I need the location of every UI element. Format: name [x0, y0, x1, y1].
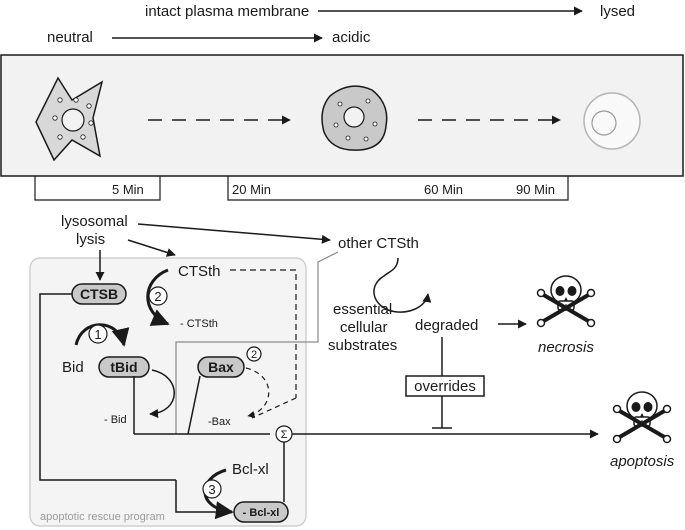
ctsth-to-bax-dashed [251, 397, 297, 419]
step1-label: 1 [94, 327, 101, 342]
tbid-degradation-arrow [149, 369, 175, 418]
tbid-node [98, 356, 150, 378]
time-20min: 20 Min [232, 182, 271, 197]
ctsth-label: CTSth [178, 263, 221, 280]
apoptosis-label: apoptosis [610, 453, 675, 470]
lysis-to-other-ctsth-arrow [137, 223, 331, 244]
minus-ctsth-label: - CTSth [180, 318, 218, 330]
step2-circle [148, 286, 168, 306]
bid-label: Bid [62, 359, 84, 376]
minus-bclxl-node [233, 501, 289, 523]
bax-node [197, 356, 245, 378]
step2b-circle [246, 346, 262, 362]
sigma-label: Σ [281, 429, 288, 441]
necrosis-label: necrosis [538, 339, 594, 356]
step2b-label: 2 [251, 349, 257, 361]
membrane-start-label: intact plasma membrane [145, 3, 309, 20]
step3-label: 3 [208, 482, 215, 497]
lysosomal-lysis-label-2: lysis [76, 231, 105, 248]
lysed-cell [583, 92, 641, 150]
membrane-end-label: lysed [600, 3, 635, 20]
essential-label-1: essential [333, 301, 392, 318]
lysis-to-ctsth-arrow [127, 239, 176, 257]
bclxl-label: Bcl-xl [232, 461, 269, 478]
ph-end-label: acidic [332, 29, 371, 46]
rescue-program-panel [29, 257, 307, 527]
time-5min: 5 Min [112, 182, 144, 197]
other-ctsth-label: other CTSth [338, 235, 419, 252]
substrate-degradation-arrow [373, 257, 432, 313]
necrosis-skull-icon [535, 274, 597, 329]
timeline-bracket-1 [34, 176, 161, 201]
step3-circle [202, 479, 222, 499]
time-60min: 60 Min [424, 182, 463, 197]
rounded-cell [321, 85, 388, 151]
ctsth-degradation-arrow [146, 268, 170, 326]
tbid-label: tBid [110, 359, 137, 375]
ctsb-label: CTSB [80, 286, 118, 302]
other-ctsth-connector [175, 251, 339, 434]
timeline-bracket-2 [227, 176, 569, 201]
lysosomal-lysis-label-1: lysosomal [61, 213, 128, 230]
bax-label: Bax [208, 359, 234, 375]
ph-start-label: neutral [47, 29, 93, 46]
step2-label: 2 [154, 289, 161, 304]
spread-cell [35, 76, 104, 162]
minus-bid-label: - Bid [104, 414, 127, 426]
bax-degradation-arrow [245, 367, 270, 419]
time-90min: 90 Min [516, 182, 555, 197]
essential-label-2: cellular [340, 319, 388, 336]
minus-bclxl-label: - Bcl-xl [243, 507, 280, 519]
essential-label-3: substrates [328, 337, 397, 354]
ctsth-bax-dashed-line [230, 269, 297, 398]
ctsb-rescue-line [39, 293, 176, 481]
degraded-label: degraded [415, 317, 478, 334]
bax-down-line [187, 375, 201, 435]
rescue-program-label: apoptotic rescue program [40, 511, 165, 523]
apoptosis-skull-icon [611, 390, 673, 445]
overrides-label: overrides [414, 378, 476, 395]
overrides-box [405, 375, 485, 397]
step1-circle [88, 324, 108, 344]
bclxl-entry-line [175, 480, 232, 513]
minus-bax-label: -Bax [208, 416, 231, 428]
